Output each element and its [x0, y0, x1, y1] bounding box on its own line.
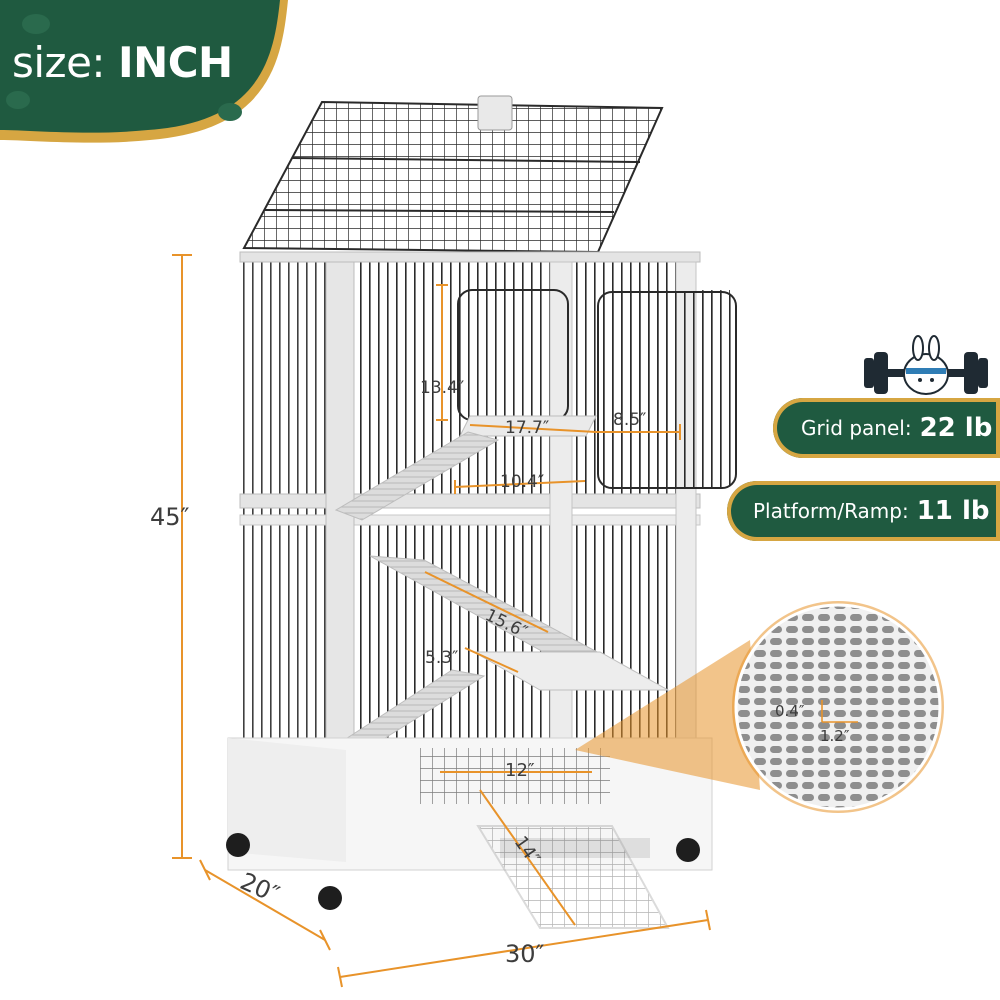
size-badge: size: INCH [12, 38, 233, 87]
grid-panel-label: Grid panel: [801, 416, 912, 440]
dumbbell-bunny-icon [864, 335, 988, 395]
platform-ramp-value: 11 lb [916, 496, 990, 526]
cage-lid [242, 95, 664, 254]
grid-panel-value: 22 lb [919, 413, 993, 443]
door-height-label: 13.4″ [420, 378, 465, 398]
platform-ramp-weight: Platform/Ramp: 11 lb [727, 481, 1000, 541]
zoom-cone [575, 640, 760, 790]
dimension-lines [172, 254, 858, 988]
badge-prefix: size: [12, 38, 106, 87]
cage-body [226, 251, 737, 929]
slot-width-label: 0.4″ [775, 702, 805, 720]
badge-unit: INCH [117, 38, 233, 87]
texture-zoom [736, 605, 940, 809]
tray-label: 12″ [505, 760, 535, 781]
grid-panel-weight: Grid panel: 22 lb [773, 398, 1000, 458]
top-platform-width-label: 8.5″ [613, 410, 647, 430]
slot-length-label: 1.2″ [820, 727, 850, 745]
height-label: 45″ [150, 503, 190, 531]
width-label: 30″ [505, 940, 545, 968]
size-badge-shape [0, 0, 288, 143]
platform-ramp-label: Platform/Ramp: [753, 499, 909, 523]
top-platform-length-label: 17.7″ [505, 418, 550, 438]
middle-platform-width-label: 5.3″ [425, 648, 459, 668]
top-ramp-label: 10.4″ [500, 472, 545, 492]
